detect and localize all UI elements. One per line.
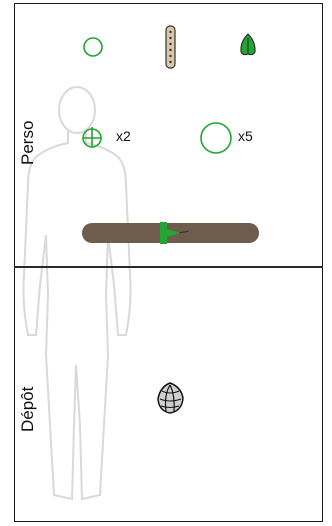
seashell-icon[interactable] <box>154 381 186 415</box>
slider-handle-icon[interactable] <box>157 220 193 246</box>
large-ring-icon[interactable] <box>199 121 233 155</box>
section-divider <box>14 266 323 268</box>
crosshair-ring-icon[interactable] <box>81 125 103 149</box>
bead-strip-icon[interactable] <box>164 25 177 69</box>
green-ring-icon[interactable] <box>82 36 104 58</box>
leaf-icon[interactable] <box>238 32 258 58</box>
section-label-depot: Dépôt <box>18 387 38 432</box>
item-count: x5 <box>238 128 253 144</box>
item-count: x2 <box>116 128 131 144</box>
section-label-perso: Perso <box>18 121 38 165</box>
